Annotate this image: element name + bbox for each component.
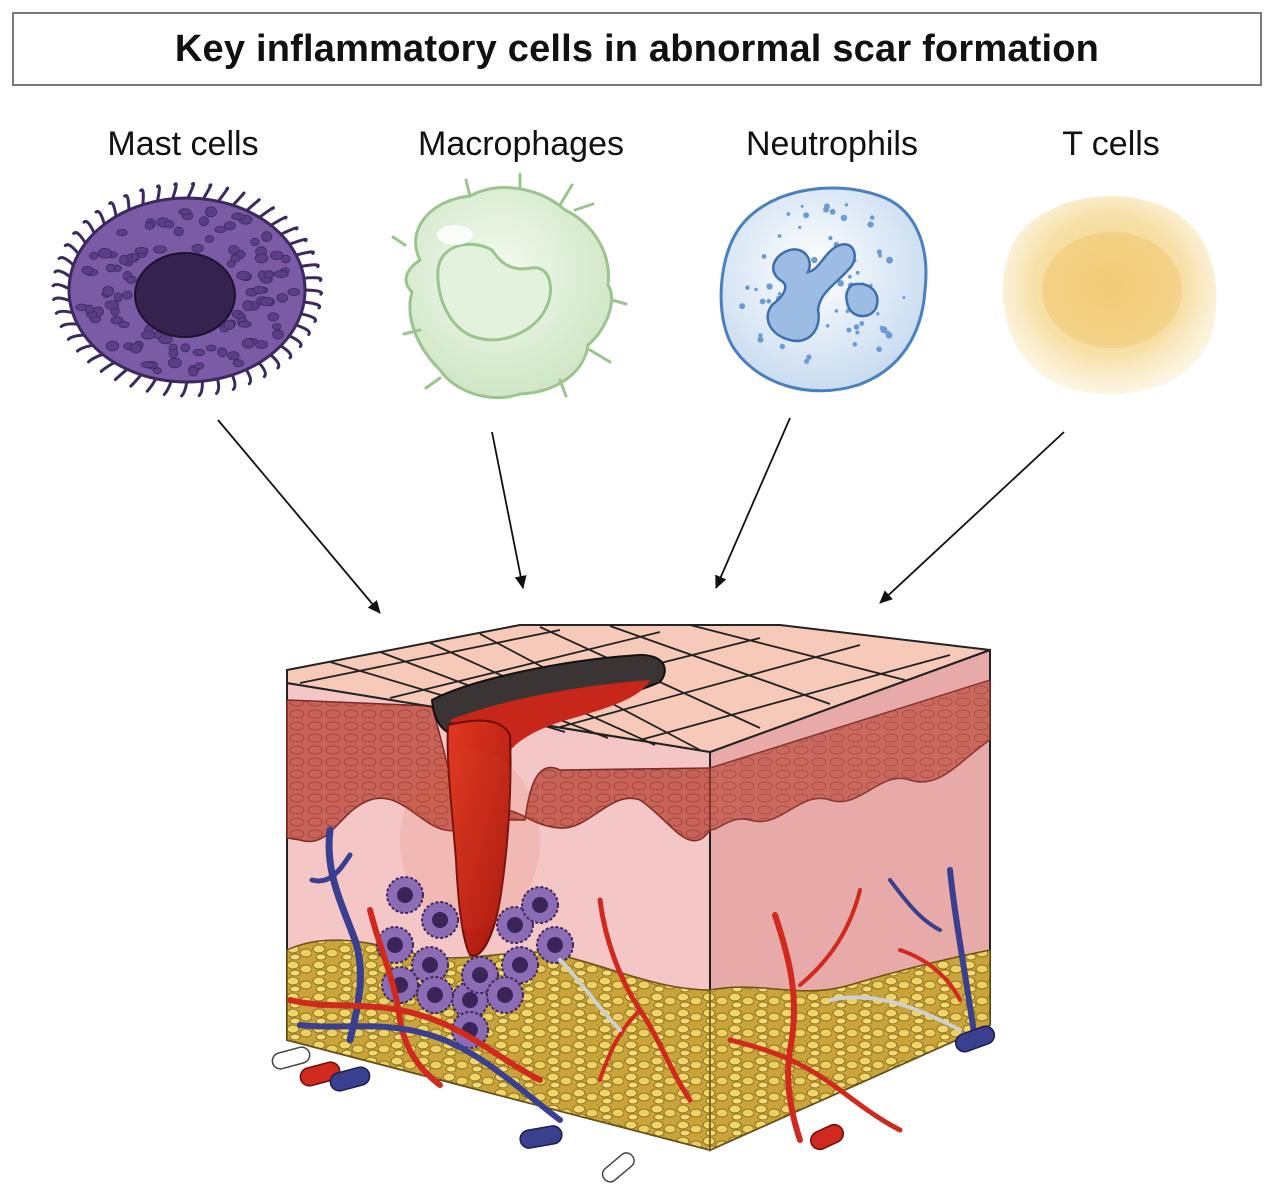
arrow-mast-cells [217,419,381,614]
mast-cell-cluster [376,876,574,1049]
label-neutrophils: Neutrophils [746,125,918,163]
t-cell-icon [1002,196,1217,395]
label-macrophages: Macrophages [417,125,625,163]
neutrophil-icon [719,186,928,393]
arrow-macrophages [491,431,527,589]
label-mast-cells: Mast cells [107,125,259,163]
mast-cell-icon [51,181,323,398]
skin-block-illustration [271,624,996,1183]
label-t-cells: T cells [1062,125,1160,163]
arrow-neutrophils [715,417,791,589]
arrow-t-cells [879,431,1065,604]
diagram-title: Key inflammatory cells in abnormal scar … [174,27,1100,70]
macrophage-icon [391,172,628,399]
title-box: Key inflammatory cells in abnormal scar … [12,12,1262,86]
